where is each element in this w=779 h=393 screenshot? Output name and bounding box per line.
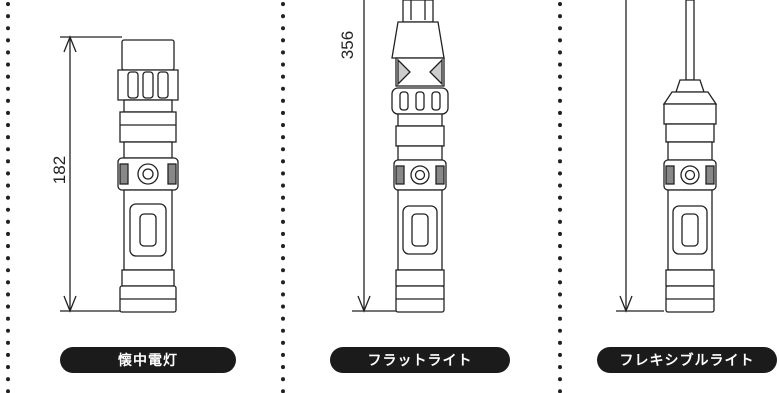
dotted-divider-middle-1	[281, 2, 285, 393]
dimension-label-356: 356	[338, 30, 357, 60]
dotted-divider-left	[6, 2, 10, 393]
label-pill-flexible-light: フレキシブルライト	[597, 347, 777, 373]
label-pill-flat-light: フラットライト	[330, 347, 510, 373]
label-pill-flashlight: 懐中電灯	[60, 347, 236, 373]
dimension-label-182: 182	[50, 155, 69, 185]
dotted-divider-middle-2	[558, 2, 562, 393]
